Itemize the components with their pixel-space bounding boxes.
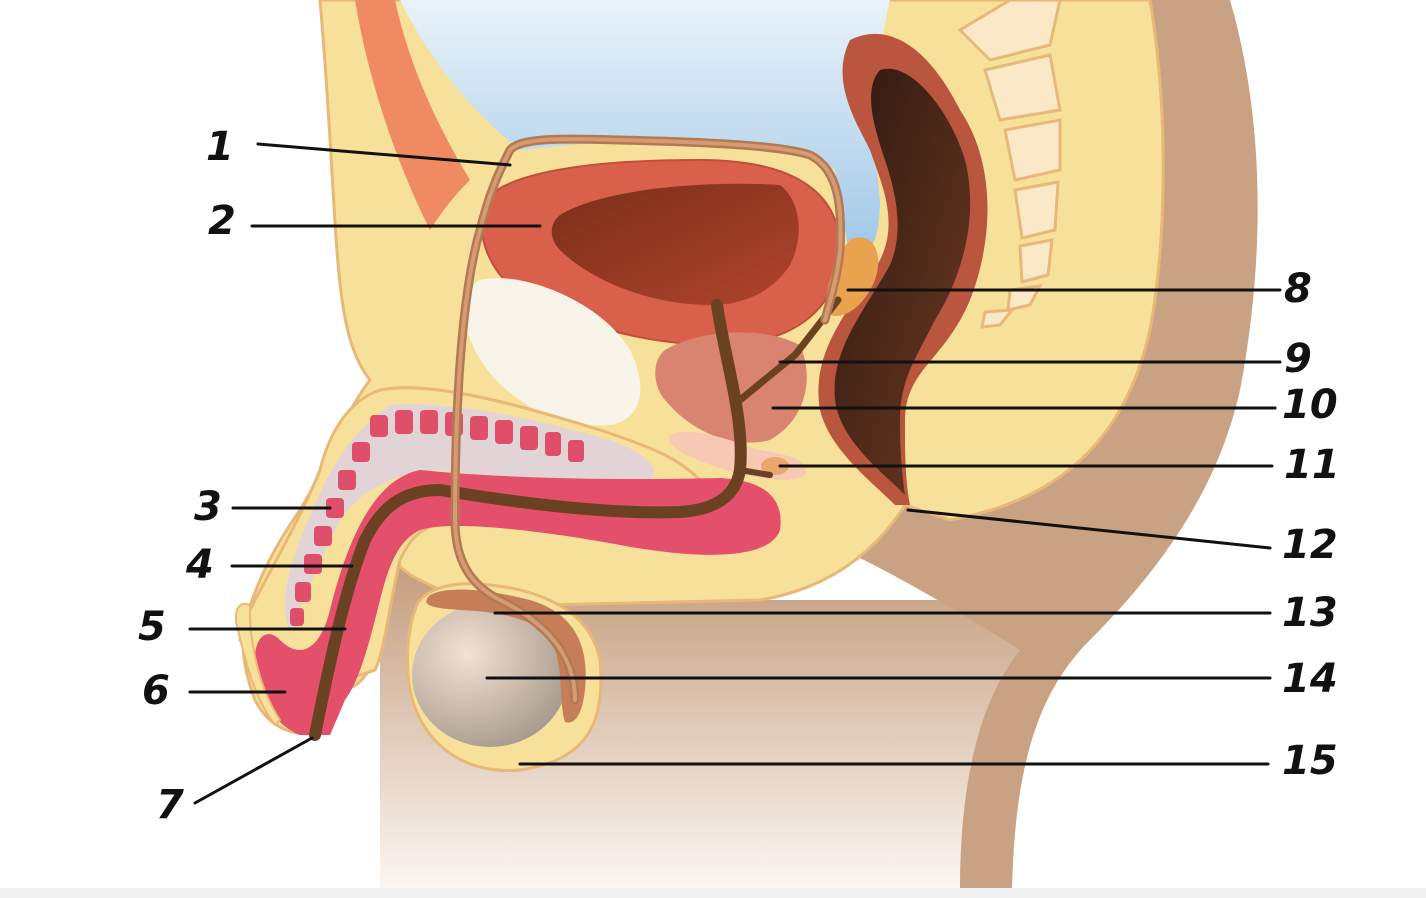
label-9: 9 (1284, 336, 1312, 382)
epididymis (426, 589, 586, 723)
bladder-lumen (551, 183, 799, 305)
label-2: 2 (208, 198, 236, 244)
label-15: 15 (1282, 738, 1338, 784)
bulbourethral-gland-small (761, 457, 789, 475)
label-5: 5 (138, 604, 166, 650)
pubic-bone (464, 278, 641, 426)
leader-line-12 (906, 508, 1272, 550)
label-6: 6 (142, 668, 170, 714)
leader-line-7 (193, 736, 314, 805)
label-8: 8 (1284, 266, 1312, 312)
label-13: 13 (1282, 590, 1338, 636)
label-11: 11 (1284, 442, 1340, 488)
label-1: 1 (206, 124, 234, 170)
abdominal-muscle (355, 0, 470, 230)
label-7: 7 (156, 782, 184, 828)
label-14: 14 (1282, 656, 1338, 702)
corpus-cavernosum (284, 404, 654, 630)
abdominal-cavity (400, 0, 890, 260)
urethra (309, 299, 747, 741)
label-4: 4 (185, 542, 214, 588)
testis (412, 603, 568, 747)
leader-line-1 (256, 142, 512, 167)
corpus-spongiosum (254, 470, 781, 735)
foreskin (234, 602, 282, 727)
label-3: 3 (194, 484, 222, 530)
label-12: 12 (1282, 522, 1338, 568)
rectum-lumen (834, 68, 971, 496)
cowper-duct (737, 467, 773, 478)
bottom-strip (0, 888, 1426, 898)
spine (957, 0, 1062, 329)
label-10: 10 (1282, 382, 1338, 428)
